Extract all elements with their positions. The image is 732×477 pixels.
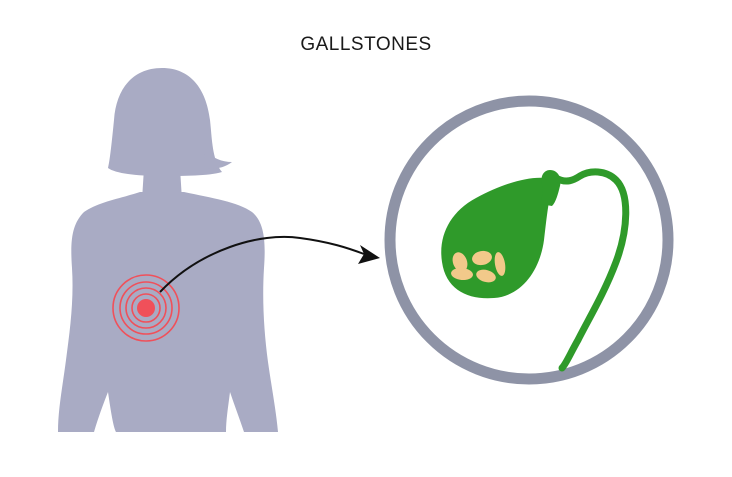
gallstone	[451, 267, 473, 281]
hair-flick	[204, 150, 232, 169]
pain-ring-2	[125, 287, 167, 329]
curved-arrow	[159, 235, 380, 293]
pain-ring-1	[131, 293, 161, 323]
gallstone	[472, 250, 492, 266]
gallstone	[476, 269, 496, 283]
arrow-head-icon	[358, 245, 380, 264]
gallbladder-body	[441, 177, 552, 299]
torso-shape	[58, 192, 278, 432]
pain-ring-outer	[112, 274, 180, 342]
gallstones	[451, 250, 506, 283]
gallstone	[494, 252, 506, 276]
pain-ring-3	[119, 281, 173, 335]
pain-center	[137, 299, 155, 317]
pain-target-icon	[112, 274, 180, 342]
gallbladder-icon	[441, 168, 630, 372]
gallstone	[452, 252, 468, 272]
cystic-duct	[552, 168, 630, 372]
hair-shape	[108, 68, 222, 176]
arrow-line	[159, 235, 365, 293]
female-torso-silhouette	[58, 68, 278, 432]
diagram-title: GALLSTONES	[300, 34, 432, 55]
